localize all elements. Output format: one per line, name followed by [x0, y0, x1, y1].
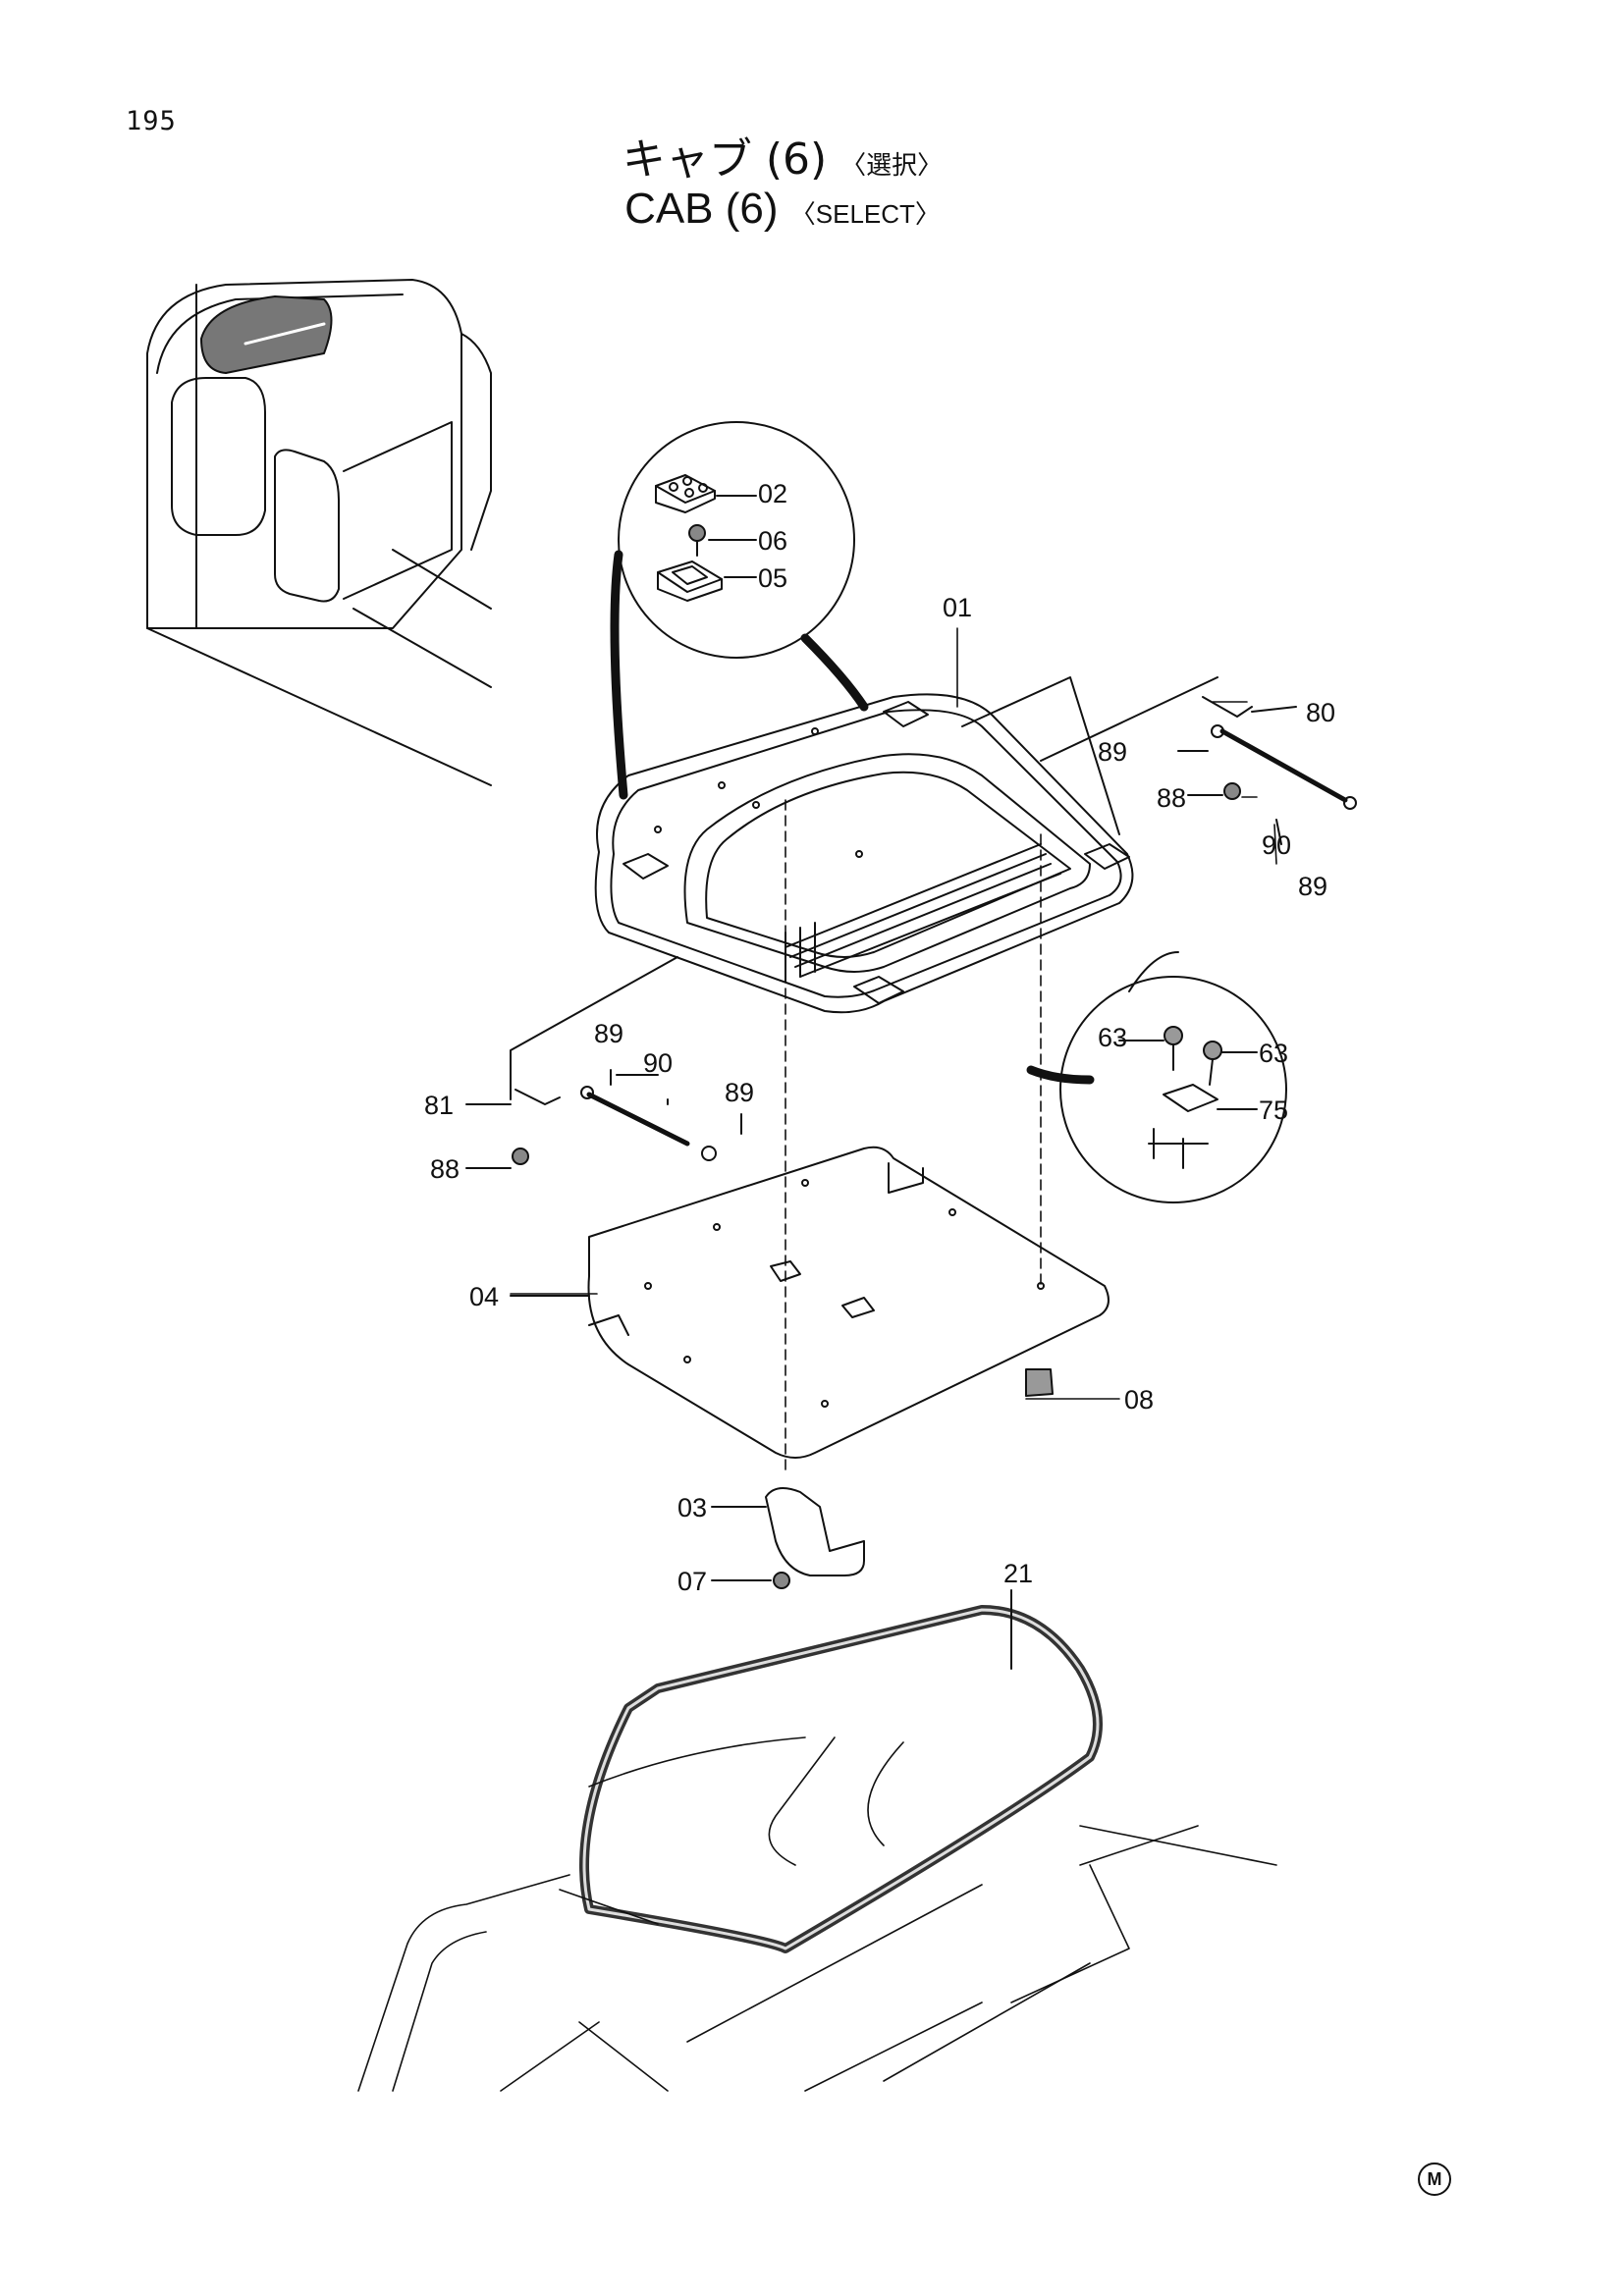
callout-02: 02	[758, 479, 787, 508]
inset-detail-lower	[1026, 951, 1287, 1203]
callout-75: 75	[1259, 1095, 1288, 1125]
callout-88-a: 88	[1157, 783, 1186, 813]
title-en-sub: 〈SELECT〉	[789, 199, 941, 229]
callout-08: 08	[1124, 1385, 1154, 1415]
title-jp-sub: 〈選択〉	[840, 151, 944, 181]
inset-detail-upper	[610, 421, 869, 800]
cab-overview-illustration	[146, 279, 492, 786]
callout-89-b: 89	[1298, 872, 1327, 901]
page-number: 195	[126, 106, 177, 136]
callout-04: 04	[469, 1282, 499, 1311]
callout-90-b: 90	[643, 1048, 673, 1078]
callout-21: 21	[1003, 1559, 1033, 1588]
gas-spring-left	[465, 956, 742, 1169]
roof-window-small	[200, 295, 333, 374]
callout-63-b: 63	[1259, 1039, 1288, 1068]
callout-81: 81	[424, 1091, 454, 1120]
cab-roof-base	[357, 1736, 1277, 2092]
callout-07: 07	[677, 1567, 707, 1596]
callout-05: 05	[758, 563, 787, 593]
callout-89-d: 89	[725, 1078, 754, 1107]
circled-m-mark: M	[1418, 2163, 1451, 2196]
roof-frame-assembly	[594, 676, 1134, 1014]
title-english: CAB (6) 〈SELECT〉	[0, 185, 1595, 234]
callout-01: 01	[943, 593, 972, 622]
title-japanese: キャブ (6) 〈選択〉	[0, 124, 1595, 187]
callout-88-b: 88	[430, 1154, 460, 1184]
callout-80: 80	[1306, 698, 1335, 727]
callout-06: 06	[758, 526, 787, 556]
grip-handle	[711, 1487, 865, 1589]
callout-63-a: 63	[1098, 1023, 1127, 1052]
callout-03: 03	[677, 1493, 707, 1522]
callout-90-a: 90	[1262, 830, 1291, 860]
title-jp-main: キャブ (6)	[622, 134, 828, 185]
sunshade-panel	[510, 1146, 1110, 1459]
callout-89-a: 89	[1098, 737, 1127, 767]
seal-ring	[579, 1589, 1103, 1953]
callout-89-c: 89	[594, 1019, 623, 1048]
title-en-main: CAB (6)	[624, 185, 779, 233]
nut-08	[1025, 1368, 1054, 1397]
